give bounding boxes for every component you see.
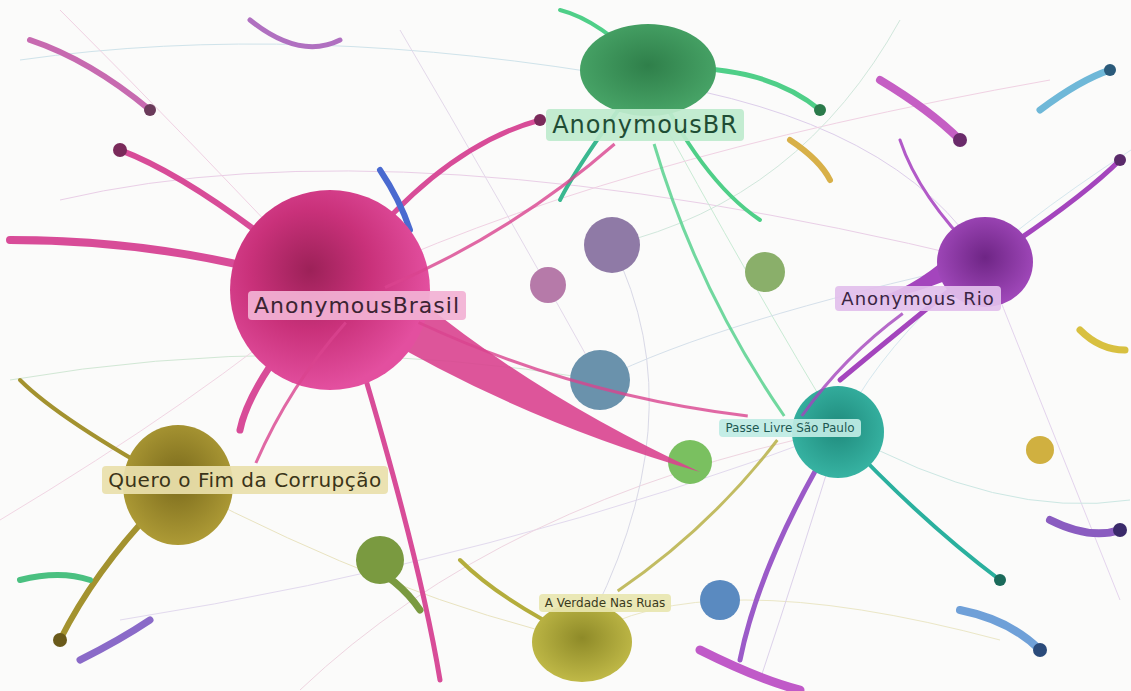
cluster-name: Quero o Fim da Corrupção <box>108 468 382 492</box>
network-strand <box>532 602 632 682</box>
network-strand <box>1080 330 1125 350</box>
hub-clusters <box>123 24 1033 682</box>
network-strand <box>53 633 67 647</box>
network-strand <box>1114 154 1126 166</box>
network-strand <box>840 150 1131 430</box>
network-strand <box>953 133 967 147</box>
cluster-label: A Verdade Nas Ruas <box>539 594 672 612</box>
network-strand <box>80 620 150 660</box>
network-strand <box>745 252 785 292</box>
network-strand <box>113 143 127 157</box>
network-strand <box>1050 520 1120 533</box>
network-strand <box>530 267 566 303</box>
network-strand <box>250 20 340 47</box>
network-strand <box>360 360 440 680</box>
network-strand <box>960 610 1040 650</box>
network-edge <box>618 440 778 591</box>
network-edge <box>256 323 346 464</box>
network-strand <box>30 40 150 110</box>
network-edge <box>419 323 748 417</box>
network-edge <box>802 314 903 417</box>
network-strand <box>144 104 156 116</box>
cluster-name: AnonymousBR <box>552 111 738 139</box>
cluster-label: Quero o Fim da Corrupção <box>102 466 388 494</box>
cluster-name: A Verdade Nas Ruas <box>545 596 666 610</box>
cluster-name: AnonymousBrasil <box>254 293 460 318</box>
network-strand <box>1113 523 1127 537</box>
network-strand <box>700 650 800 690</box>
network-strand <box>814 104 826 116</box>
network-edge <box>654 144 784 416</box>
network-strand <box>640 80 985 262</box>
network-strand <box>790 140 830 180</box>
small-clusters <box>53 64 1127 657</box>
network-strand <box>534 114 546 126</box>
cluster-label: Anonymous Rio <box>835 286 1000 311</box>
network-edge <box>385 144 615 288</box>
cluster-name: Passe Livre São Paulo <box>725 421 854 435</box>
thin-web <box>0 10 1131 690</box>
network-strand <box>985 262 1120 600</box>
network-strand <box>580 24 716 116</box>
network-strand <box>120 430 840 620</box>
network-strand <box>1104 64 1116 76</box>
cluster-label: AnonymousBrasil <box>248 291 466 320</box>
network-strand <box>840 430 1130 504</box>
cluster-label: Passe Livre São Paulo <box>719 419 860 437</box>
network-strand <box>1040 70 1110 110</box>
strands <box>10 10 1125 690</box>
network-strand <box>880 80 960 140</box>
network-strand <box>1033 643 1047 657</box>
network-strand <box>584 217 640 273</box>
network-strand <box>700 580 740 620</box>
network-strand <box>994 574 1006 586</box>
network-strand <box>356 536 404 584</box>
cluster-name: Anonymous Rio <box>841 288 994 309</box>
network-strand <box>20 44 640 80</box>
network-strand <box>570 350 630 410</box>
network-strand <box>180 485 580 640</box>
cluster-label: AnonymousBR <box>546 109 744 141</box>
network-strand <box>20 575 90 580</box>
network-strand <box>1026 436 1054 464</box>
